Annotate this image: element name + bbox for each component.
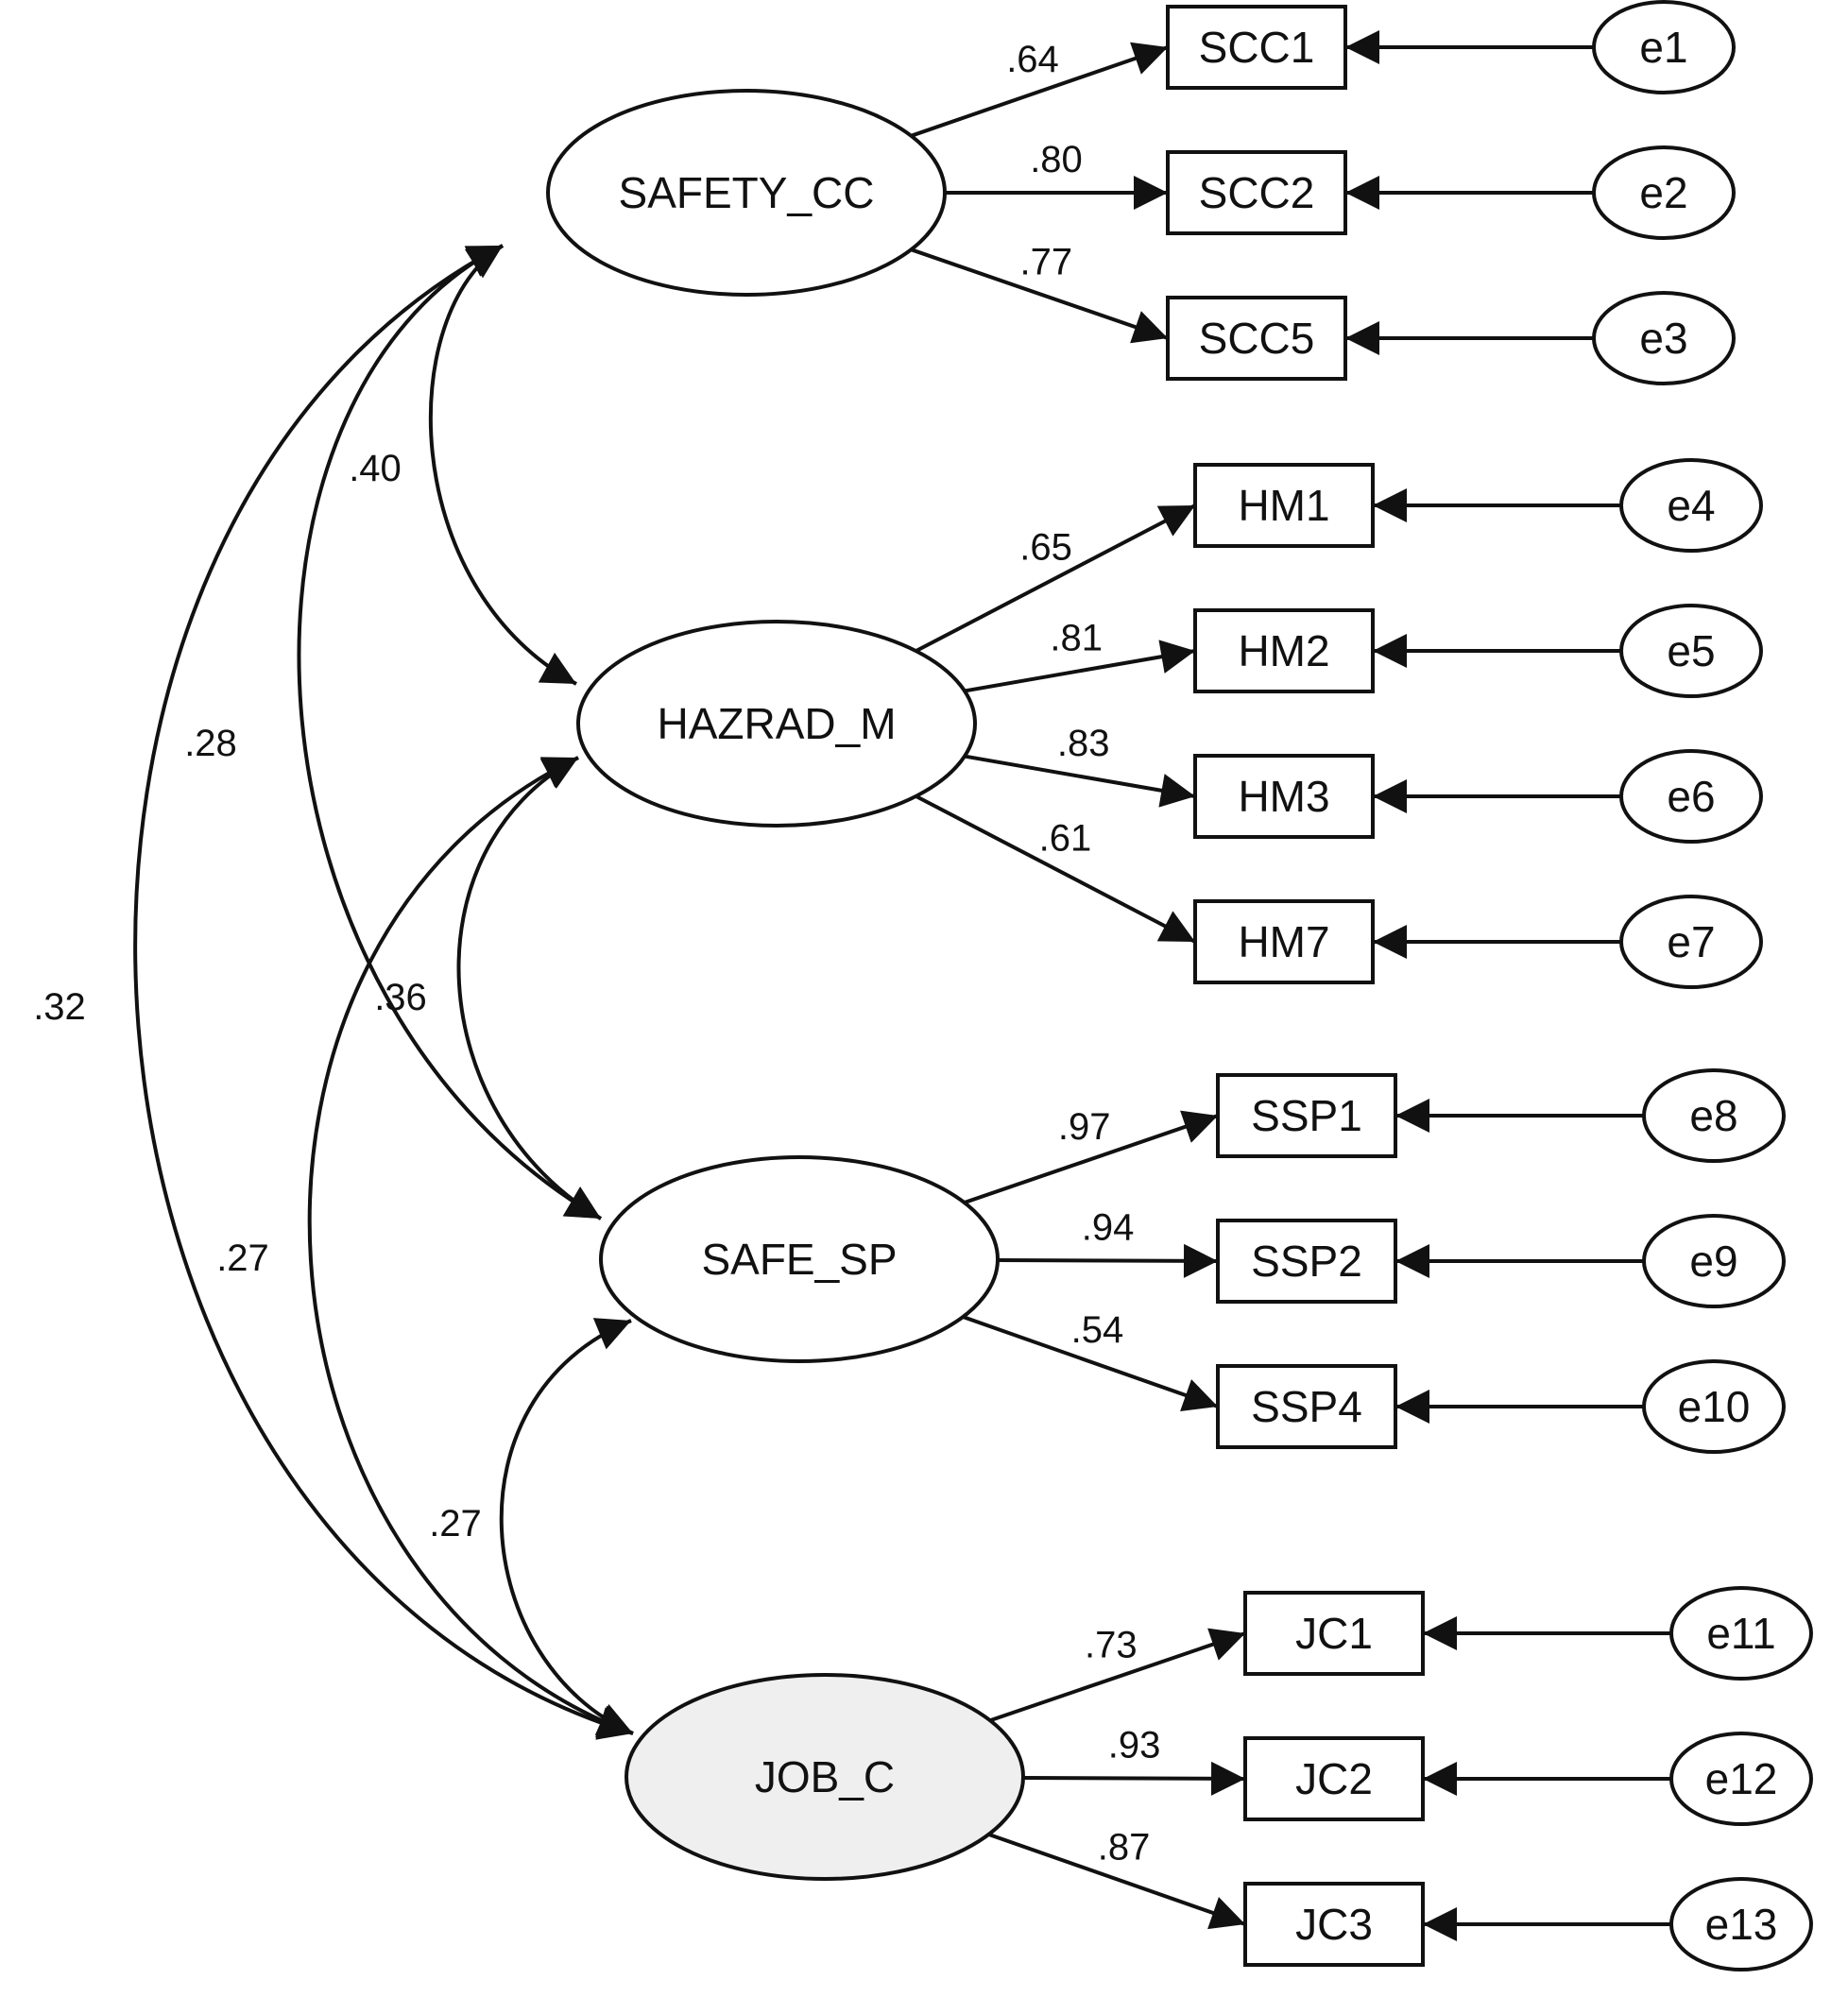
error-term-e3 [1592,291,1736,385]
loading-coef-hm7: .61 [1039,817,1092,859]
indicator-box-jc2 [1243,1736,1425,1821]
error-term-label: e3 [1639,314,1687,363]
loading-coef-jc3: .87 [1098,1827,1151,1869]
latent-ellipse-safety-cc [546,89,947,297]
indicator-label: SCC5 [1199,314,1315,363]
covariance-arc-hazrad-m-job-c [307,756,634,1738]
loading-coef-hm1: .65 [1019,527,1072,569]
covariance-arc-safety-cc-safe-sp [297,244,603,1220]
indicator-label: JC3 [1295,1900,1373,1949]
loading-arrow-hm1 [915,504,1196,653]
latent-label: JOB_C [755,1752,895,1801]
covariance-coef-safe-sp-job-c: .27 [429,1503,482,1545]
error-term-e1 [1592,0,1736,94]
covariance-coef-safety-cc-hazrad-m: .40 [349,448,402,489]
loading-coef-scc1: .64 [1006,39,1059,80]
error-term-label: e4 [1667,481,1715,530]
indicator-label: SCC1 [1199,23,1315,72]
indicator-label: JC2 [1295,1754,1373,1803]
error-term-label: e2 [1639,168,1687,217]
covariance-coef-hazrad-m-safe-sp: .36 [374,977,427,1018]
loading-arrow-jc3 [987,1832,1246,1930]
error-term-label: e9 [1689,1237,1737,1286]
error-term-label: e8 [1689,1091,1737,1140]
loading-arrow-jc2 [1022,1761,1246,1796]
error-term-e4 [1619,458,1763,553]
error-term-label: e13 [1705,1900,1778,1949]
loading-arrow-hm7 [915,794,1196,944]
loading-arrow-hm2 [964,640,1196,693]
loading-arrow-scc1 [910,42,1169,138]
latent-ellipse-job-c [625,1673,1025,1881]
covariance-coef-safety-cc-safe-sp: .28 [184,723,237,764]
error-term-e10 [1642,1359,1786,1454]
loading-arrow-jc1 [989,1628,1246,1723]
error-term-e8 [1642,1068,1786,1163]
indicator-box-scc5 [1166,296,1347,381]
indicator-box-hm3 [1193,754,1375,839]
error-term-label: e7 [1667,917,1715,966]
error-term-e13 [1669,1877,1813,1971]
error-term-e12 [1669,1732,1813,1826]
indicator-label: SSP1 [1251,1091,1362,1140]
indicator-box-scc2 [1166,150,1347,235]
loading-arrow-ssp1 [964,1110,1219,1204]
loading-arrow-ssp4 [962,1315,1219,1412]
error-term-e9 [1642,1214,1786,1308]
error-term-e5 [1619,604,1763,698]
latent-label: HAZRAD_M [657,699,896,748]
latent-ellipse-safe-sp [599,1155,1000,1363]
loading-coef-hm3: .83 [1057,723,1110,764]
loading-coef-ssp2: .94 [1082,1206,1135,1248]
loading-coef-ssp4: .54 [1071,1309,1124,1351]
loading-coef-scc5: .77 [1020,241,1073,282]
error-term-e11 [1669,1586,1813,1681]
indicator-label: SSP4 [1251,1382,1362,1431]
error-term-label: e12 [1705,1754,1778,1803]
error-term-label: e1 [1639,23,1687,72]
error-term-label: e5 [1667,626,1715,675]
indicator-label: HM3 [1238,772,1329,821]
latent-label: SAFE_SP [701,1235,897,1284]
error-term-e6 [1619,749,1763,844]
covariance-coef-safety-cc-job-c: .32 [33,986,86,1028]
covariance-arc-safety-cc-job-c [133,244,634,1740]
loading-coef-jc2: .93 [1108,1724,1161,1766]
loading-coef-scc2: .80 [1030,139,1083,180]
covariance-arc-safe-sp-job-c [499,1318,634,1735]
error-term-e7 [1619,895,1763,989]
indicator-label: HM1 [1238,481,1329,530]
indicator-label: HM2 [1238,626,1329,675]
error-term-label: e10 [1678,1382,1751,1431]
indicator-box-hm2 [1193,608,1375,693]
error-term-label: e6 [1667,772,1715,821]
indicator-box-ssp2 [1216,1219,1397,1304]
loading-coef-ssp1: .97 [1058,1106,1111,1148]
error-term-label: e11 [1706,1609,1775,1658]
indicator-label: SSP2 [1251,1237,1362,1286]
indicator-box-jc3 [1243,1882,1425,1967]
covariance-arc-hazrad-m-safe-sp [456,756,603,1220]
latent-ellipse-hazrad-m [576,620,977,828]
indicator-box-ssp1 [1216,1073,1397,1158]
covariance-arc-safety-cc-hazrad-m [428,244,577,686]
loading-coef-hm2: .81 [1050,618,1103,659]
indicator-box-ssp4 [1216,1364,1397,1449]
latent-label: SAFETY_CC [619,168,875,217]
indicator-box-hm1 [1193,463,1375,548]
loading-coef-jc1: .73 [1085,1624,1138,1665]
indicator-label: JC1 [1295,1609,1373,1658]
indicator-box-scc1 [1166,5,1347,90]
indicator-label: SCC2 [1199,168,1315,217]
error-term-e2 [1592,145,1736,240]
indicator-label: HM7 [1238,917,1329,966]
indicator-box-jc1 [1243,1591,1425,1676]
loading-arrow-hm3 [964,754,1196,808]
loading-arrow-ssp2 [997,1243,1219,1278]
indicator-box-hm7 [1193,899,1375,984]
loading-arrow-scc5 [910,247,1169,344]
covariance-coef-hazrad-m-job-c: .27 [216,1237,269,1279]
